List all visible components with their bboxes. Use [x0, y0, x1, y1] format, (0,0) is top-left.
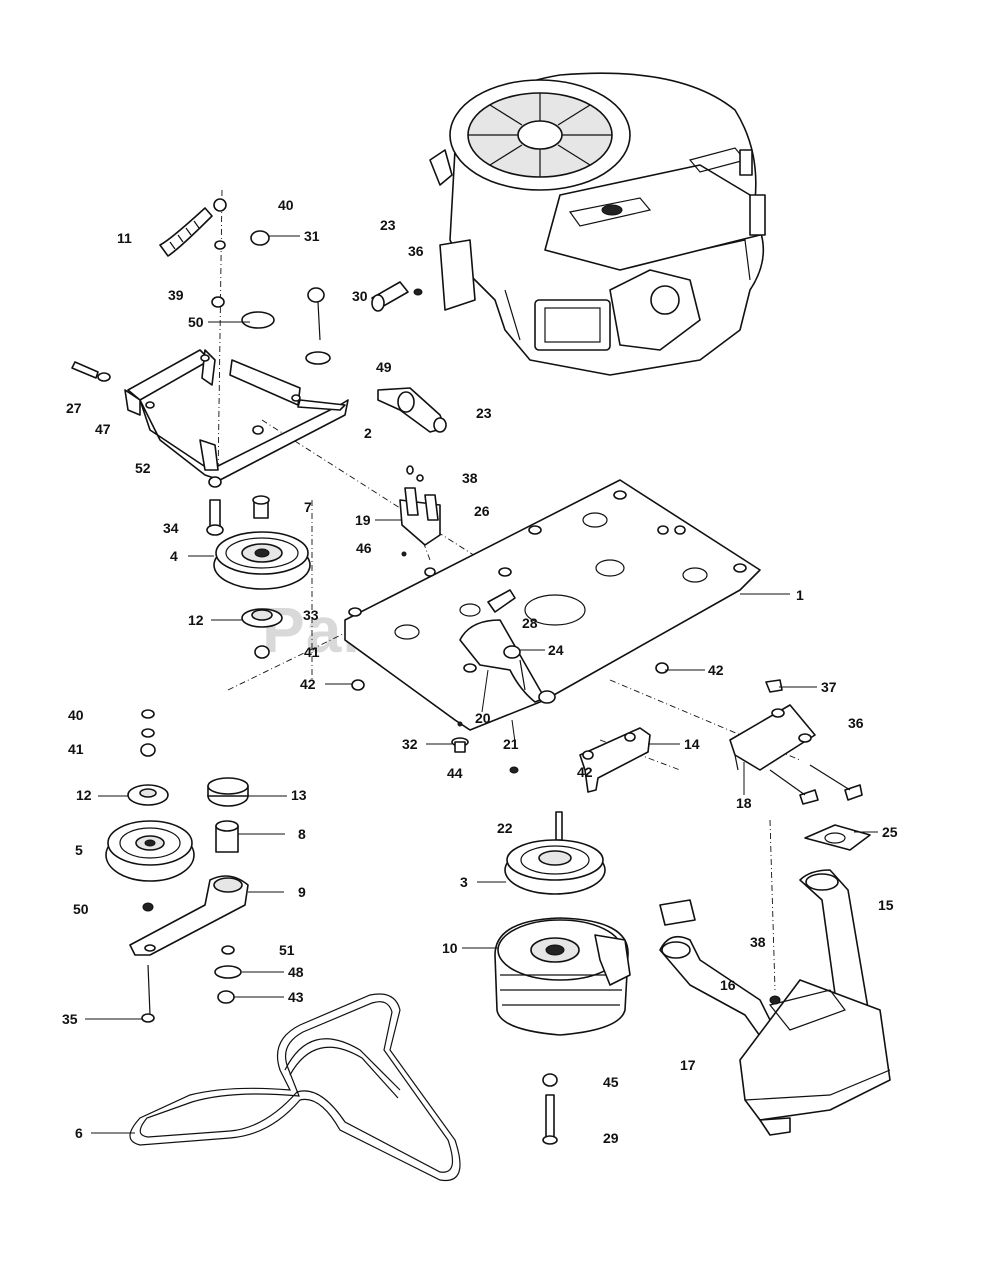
callout-14: 14 — [684, 736, 700, 752]
callout-17: 17 — [680, 1057, 696, 1073]
callout-9: 9 — [298, 884, 306, 900]
callout-42-left: 42 — [300, 676, 316, 692]
callout-36-lower: 36 — [848, 715, 864, 731]
callout-35: 35 — [62, 1011, 78, 1027]
engine-pulley-and-clutch — [494, 811, 631, 1145]
callout-2: 2 — [364, 425, 372, 441]
callout-38-lower: 38 — [750, 934, 766, 950]
exhaust-muffler — [659, 824, 891, 1136]
callout-20: 20 — [475, 710, 491, 726]
callout-43: 43 — [288, 989, 304, 1005]
callout-29: 29 — [603, 1130, 619, 1146]
spring-and-hardware — [159, 198, 331, 365]
callout-50-lower: 50 — [73, 901, 89, 917]
drive-belt — [129, 993, 461, 1182]
callout-41-upper: 41 — [304, 644, 320, 660]
callout-50-upper: 50 — [188, 314, 204, 330]
callout-24: 24 — [548, 642, 564, 658]
callout-42-lower: 42 — [577, 764, 593, 780]
callout-13: 13 — [291, 787, 307, 803]
callout-30: 30 — [352, 288, 368, 304]
callout-16: 16 — [720, 977, 736, 993]
callout-52: 52 — [135, 460, 151, 476]
callout-21: 21 — [503, 736, 519, 752]
callout-51: 51 — [279, 942, 295, 958]
callout-32: 32 — [402, 736, 418, 752]
callout-37: 37 — [821, 679, 837, 695]
callout-40-upper: 40 — [278, 197, 294, 213]
idler-arm-assembly — [105, 709, 249, 1023]
engine-mount-bracket — [71, 349, 349, 488]
frame-plate — [344, 479, 761, 731]
callout-39: 39 — [168, 287, 184, 303]
callout-44: 44 — [447, 765, 463, 781]
callout-38-upper: 38 — [462, 470, 478, 486]
callout-45: 45 — [603, 1074, 619, 1090]
callout-25: 25 — [882, 824, 898, 840]
callout-48: 48 — [288, 964, 304, 980]
fuel-fittings — [371, 281, 447, 433]
callout-40-lower: 40 — [68, 707, 84, 723]
callout-18: 18 — [736, 795, 752, 811]
callout-34: 34 — [163, 520, 179, 536]
engine-illustration — [429, 72, 766, 376]
callout-27: 27 — [66, 400, 82, 416]
callout-46: 46 — [356, 540, 372, 556]
callout-28: 28 — [522, 615, 538, 631]
rear-brackets — [451, 679, 863, 805]
callout-12-lower: 12 — [76, 787, 92, 803]
callout-23-upper: 23 — [380, 217, 396, 233]
callout-6: 6 — [75, 1125, 83, 1141]
leader-lines — [85, 235, 878, 1134]
callout-15: 15 — [878, 897, 894, 913]
callout-4: 4 — [170, 548, 178, 564]
callout-10: 10 — [442, 940, 458, 956]
callout-47: 47 — [95, 421, 111, 437]
callout-41-lower: 41 — [68, 741, 84, 757]
callout-19: 19 — [355, 512, 371, 528]
callout-31: 31 — [304, 228, 320, 244]
callout-42-right: 42 — [708, 662, 724, 678]
callout-7: 7 — [304, 499, 312, 515]
callout-33: 33 — [303, 607, 319, 623]
callout-22: 22 — [497, 820, 513, 836]
callout-26: 26 — [474, 503, 490, 519]
callout-49: 49 — [376, 359, 392, 375]
callout-23-lower: 23 — [476, 405, 492, 421]
switch-bracket — [399, 465, 441, 557]
callout-11: 11 — [117, 230, 132, 246]
callout-8: 8 — [298, 826, 306, 842]
callout-1: 1 — [796, 587, 804, 603]
callout-36-upper: 36 — [408, 243, 424, 259]
callout-12-upper: 12 — [188, 612, 204, 628]
callouts: 1 2 3 4 5 6 7 8 9 10 11 12 12 13 14 15 1… — [62, 197, 898, 1146]
idler-pulley-upper — [206, 495, 311, 659]
callout-5: 5 — [75, 842, 83, 858]
callout-3: 3 — [460, 874, 468, 890]
